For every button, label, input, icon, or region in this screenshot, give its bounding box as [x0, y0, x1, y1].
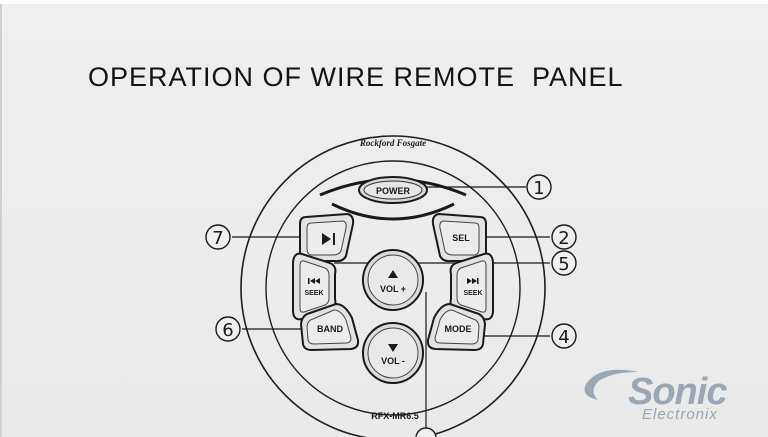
callout-4: 4 [551, 323, 577, 349]
callout-7: 7 [205, 224, 231, 250]
sel-button[interactable]: SEL [431, 212, 488, 263]
lower-arc [331, 202, 455, 221]
model-label: RFX-MR6.5 [371, 411, 419, 421]
instruction-sheet: OPERATION OF WIRE REMOTE PANEL Rockford … [0, 4, 768, 437]
sonic-swoosh-icon [584, 369, 638, 400]
svg-text:2: 2 [558, 228, 569, 249]
svg-text:5: 5 [558, 254, 569, 275]
band-button[interactable]: BAND [299, 302, 360, 352]
skip-back-icon [308, 278, 320, 284]
brand-logo: Rockford Fosgate [359, 138, 426, 148]
triangle-down-icon [388, 344, 398, 352]
skip-forward-icon [467, 278, 479, 284]
power-button[interactable]: POWER [358, 176, 428, 204]
svg-text:4: 4 [558, 327, 569, 348]
vol-down-label: VOL - [381, 356, 405, 366]
svg-text:7: 7 [212, 228, 223, 249]
mode-button[interactable]: MODE [426, 302, 487, 352]
seek-back-button[interactable]: SEEK [292, 252, 337, 321]
page-title: OPERATION OF WIRE REMOTE PANEL [88, 62, 624, 92]
callout-1: 1 [526, 174, 552, 200]
band-button-label: BAND [317, 324, 343, 334]
callout-6: 6 [215, 316, 241, 342]
callout-3-partial [415, 427, 437, 437]
callout-5: 5 [551, 250, 577, 276]
seek-back-label: SEEK [304, 290, 323, 297]
mode-button-label: MODE [445, 324, 472, 334]
play-pause-icon [322, 233, 335, 245]
seek-forward-button[interactable]: SEEK [449, 252, 494, 321]
svg-text:6: 6 [222, 320, 233, 341]
remote-panel-diagram: Rockford Fosgate POWER [205, 135, 577, 437]
inner-ring [265, 160, 521, 416]
callout-2: 2 [551, 224, 577, 250]
sel-button-label: SEL [452, 233, 470, 243]
seek-forward-label: SEEK [463, 290, 482, 297]
volume-up-button[interactable]: VOL + [362, 249, 424, 311]
svg-text:1: 1 [533, 178, 544, 199]
watermark-sub: Electronix [642, 406, 718, 423]
triangle-up-icon [388, 270, 398, 278]
play-pause-button[interactable] [298, 212, 355, 263]
watermark-name: Sonic [628, 371, 727, 413]
power-button-label: POWER [376, 186, 411, 196]
volume-down-button[interactable]: VOL - [362, 322, 424, 384]
outer-ring [240, 135, 546, 437]
vol-up-label: VOL + [380, 284, 406, 294]
